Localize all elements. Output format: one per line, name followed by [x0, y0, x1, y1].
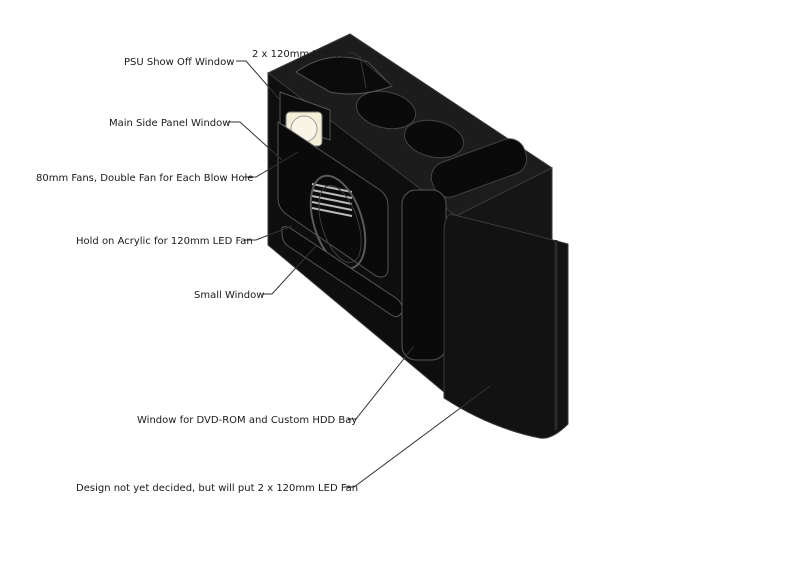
- label-small-window: Small Window: [194, 290, 264, 301]
- label-main-side-window: Main Side Panel Window: [109, 118, 230, 129]
- leader-acrylic: [244, 225, 293, 241]
- label-top-fans: 2 x 120mm LED Fan: [252, 49, 352, 60]
- top-fan-hole-1: [355, 90, 417, 130]
- leader-top-fans: [348, 52, 393, 87]
- label-dvd-window: Window for DVD-ROM and Custom HDD Bay: [137, 415, 357, 426]
- top-fan-hole-2: [403, 119, 465, 159]
- top-psu-opening: [295, 56, 393, 95]
- leader-80mm-fans: [244, 151, 299, 178]
- leader-lines: [228, 52, 491, 488]
- acrylic-fan-hole-inner: [318, 185, 362, 263]
- top-opening-edge: [359, 55, 367, 89]
- labels: PSU Show Off Window 2 x 120mm LED Fan Ma…: [36, 49, 358, 494]
- label-80mm-fans: 80mm Fans, Double Fan for Each Blow Hole: [36, 173, 253, 184]
- leader-psu-window: [236, 60, 281, 101]
- acrylic-fan-hole: [309, 174, 367, 270]
- label-acrylic-hole: Hold on Acrylic for 120mm LED Fan: [76, 236, 253, 247]
- front-bezel: [443, 213, 569, 439]
- pc-case: [267, 33, 569, 439]
- leader-front-design: [344, 385, 491, 488]
- label-front-design: Design not yet decided, but will put 2 x…: [76, 483, 358, 494]
- leader-main-side-window: [228, 121, 283, 161]
- top-rear-slot: [430, 138, 528, 198]
- leader-small-window: [262, 245, 317, 295]
- leader-dvd-window: [348, 345, 415, 420]
- dvd-hdd-window: [401, 189, 447, 361]
- label-psu-window: PSU Show Off Window: [124, 57, 234, 68]
